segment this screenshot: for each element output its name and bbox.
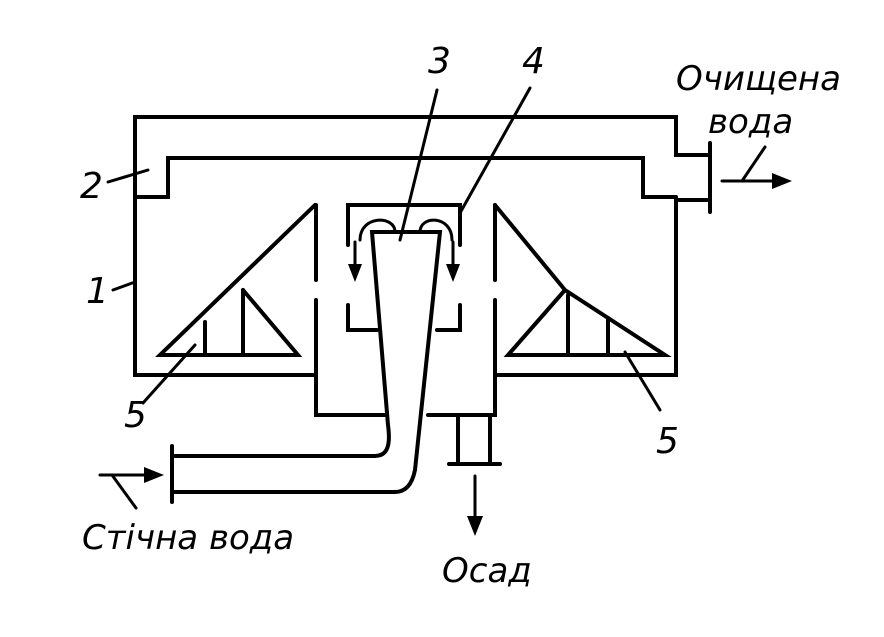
leader-5-right: [623, 350, 662, 412]
label-clean-water-line2: вода: [708, 102, 793, 142]
bell-right-arrow-head: [446, 264, 460, 282]
callout-2: 2: [80, 166, 103, 207]
callout-5-left: 5: [124, 395, 147, 436]
inlet-pipe-outer: [170, 230, 443, 494]
leader-1: [111, 280, 137, 292]
sludge-outlet-pipe: [456, 413, 492, 466]
distribution-bell: [346, 203, 462, 247]
collection-trough: [133, 156, 678, 199]
label-waste-water: Стічна вода: [82, 518, 294, 558]
callout-5-right: 5: [656, 421, 679, 462]
distribution-bell-inner: [358, 218, 454, 242]
label-clean-water-line1: Очищена: [676, 59, 841, 99]
outlet-arrow-tick: [740, 145, 767, 183]
inlet-arrow-tick: [110, 473, 138, 510]
callout-3: 3: [428, 41, 451, 82]
tank-outer-wall: [133, 115, 712, 377]
leader-5-left: [141, 343, 197, 405]
right-settling-module: [493, 203, 672, 357]
callout-4: 4: [522, 41, 545, 82]
tank-outer-wall-right: [493, 198, 712, 377]
label-sludge: Осад: [442, 551, 532, 591]
leader-3: [398, 88, 439, 242]
outlet-arrow-head: [772, 173, 792, 189]
sludge-arrow-head: [467, 516, 483, 536]
callout-1: 1: [86, 271, 109, 312]
central-chamber-left: [314, 203, 387, 417]
bell-left-arrow-head: [348, 264, 362, 282]
central-chamber-right: [426, 203, 497, 417]
leader-4: [458, 86, 532, 215]
left-settling-module: [155, 203, 317, 357]
inlet-arrow-head: [144, 467, 164, 483]
inner-baffle-lower: [346, 303, 462, 332]
leader-2: [106, 168, 150, 184]
